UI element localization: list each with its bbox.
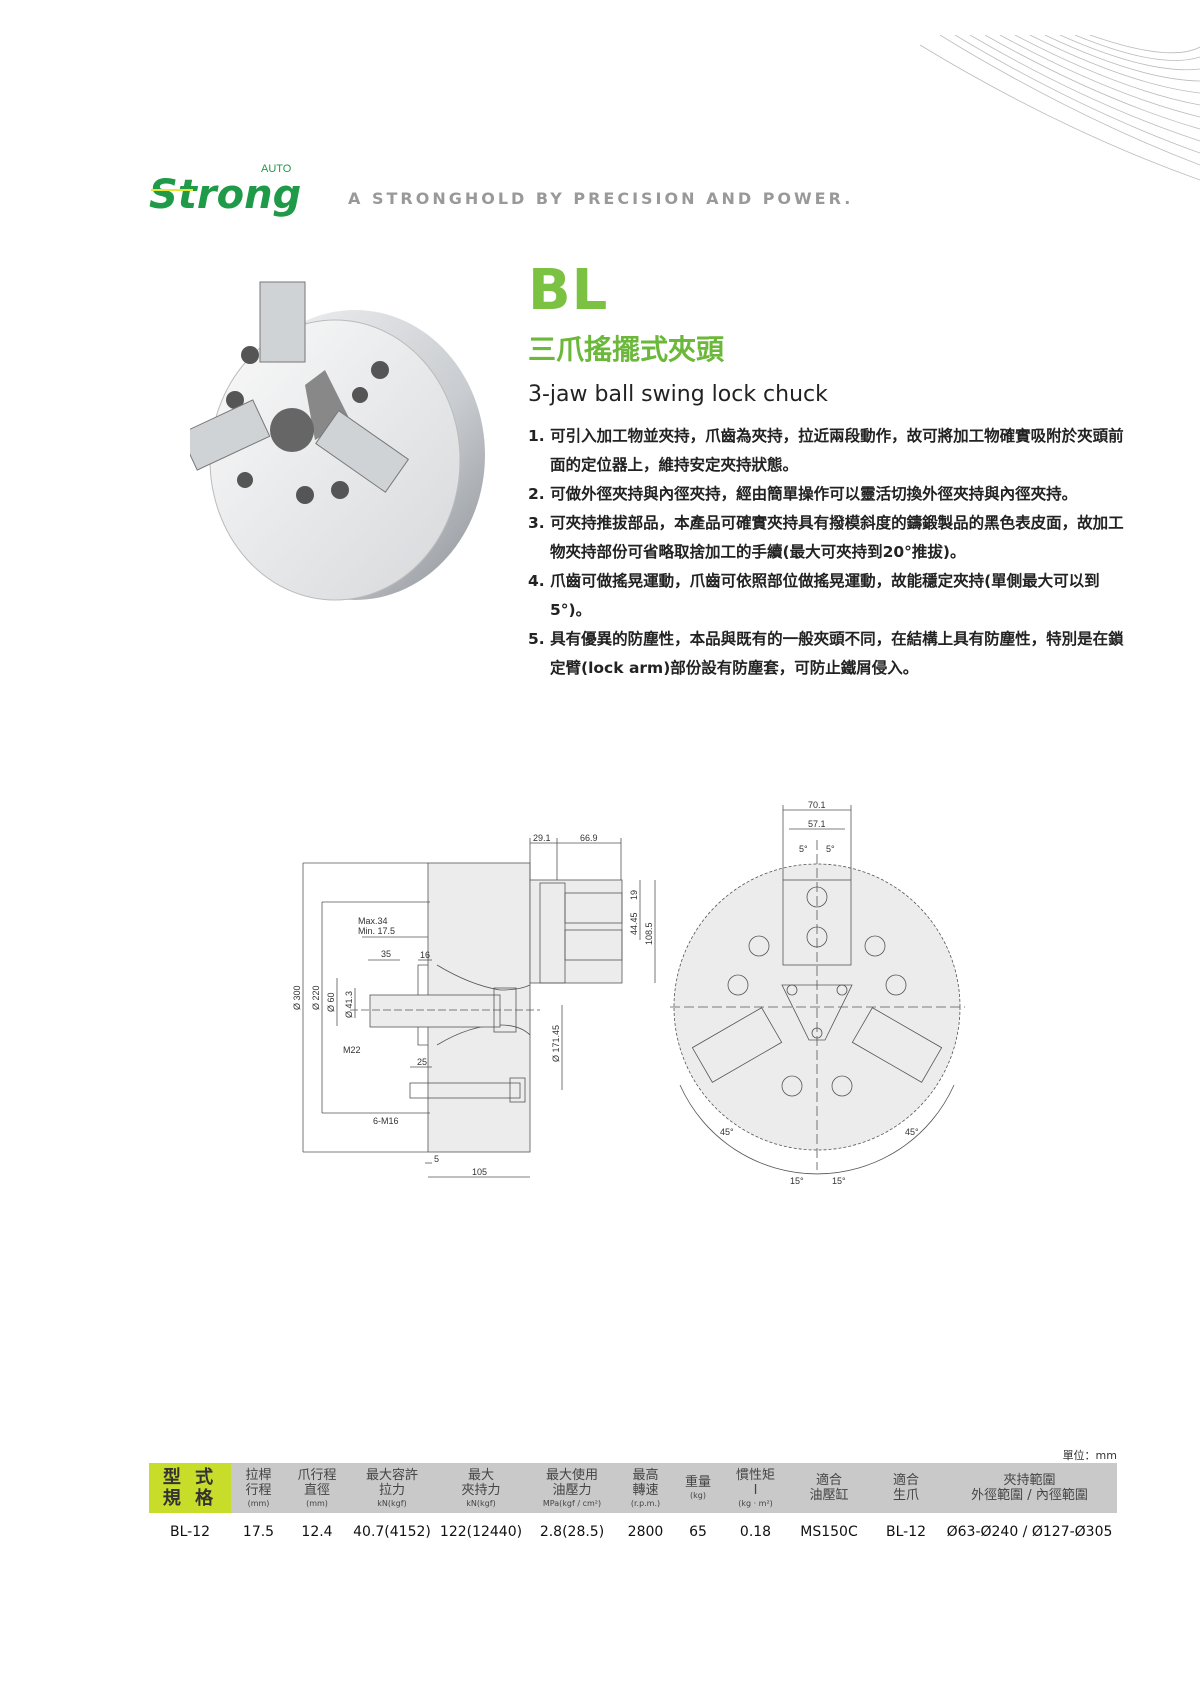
- feature-item: 4. 爪齒可做搖晃運動，爪齒可依照部位做搖晃運動，故能穩定夾持(單側最大可以到5…: [528, 572, 1100, 619]
- chuck-product-photo: [190, 281, 485, 601]
- svg-text:45°: 45°: [905, 1127, 919, 1137]
- cell: BL-12: [885, 1524, 927, 1540]
- svg-text:15°: 15°: [832, 1176, 846, 1186]
- svg-text:19: 19: [629, 890, 639, 900]
- cell: 122(12440): [439, 1524, 523, 1540]
- svg-text:29.1: 29.1: [533, 833, 551, 843]
- header-model: 型 式規 格: [149, 1463, 231, 1516]
- logo-superscript: AUTO: [261, 163, 292, 175]
- svg-text:Ø 171.45: Ø 171.45: [551, 1025, 561, 1062]
- side-view-labels: Ø 300 Ø 220 Ø 60 Ø 41.3 Max.34 Min. 17.5…: [292, 833, 654, 1177]
- header-cell: 適合油壓缸: [788, 1463, 870, 1516]
- decorative-hatch-lines: [920, 35, 1200, 181]
- svg-text:Ø 220: Ø 220: [311, 985, 321, 1010]
- svg-text:Ø 60: Ø 60: [326, 992, 336, 1012]
- feature-item: 5. 具有優異的防塵性，本品與既有的一般夾頭不同，在結構上具有防塵性，特別是在鎖…: [528, 630, 1124, 677]
- cell: 2800: [627, 1524, 664, 1540]
- cell: MS150C: [800, 1524, 858, 1540]
- feature-item: 3. 可夾持推拔部品，本產品可確實夾持具有撥模斜度的鑄鍛製品的黑色表皮面，故加工…: [528, 514, 1124, 561]
- header-cell: 最高轉速(r.p.m.): [618, 1463, 673, 1516]
- cell: 17.5: [242, 1524, 275, 1540]
- cell: 2.8(28.5): [539, 1524, 605, 1540]
- svg-text:Max.34: Max.34: [358, 916, 388, 926]
- svg-text:15°: 15°: [790, 1176, 804, 1186]
- cell-model: BL-12: [169, 1524, 211, 1540]
- feature-item: 1. 可引入加工物並夾持，爪齒為夾持，拉近兩段動作，故可將加工物確實吸附於夾頭前…: [528, 427, 1124, 474]
- unit-label: 單位：mm: [1062, 1449, 1117, 1462]
- svg-text:35: 35: [381, 949, 391, 959]
- feature-item: 2. 可做外徑夾持與內徑夾持，經由簡單操作可以靈活切換外徑夾持與內徑夾持。: [528, 485, 1078, 503]
- svg-text:Min. 17.5: Min. 17.5: [358, 926, 395, 936]
- svg-text:Ø 41.3: Ø 41.3: [344, 991, 354, 1018]
- strong-logo: Strong AUTO: [149, 163, 301, 218]
- svg-text:105: 105: [472, 1167, 487, 1177]
- header-cell: 適合生爪: [870, 1463, 942, 1516]
- svg-text:5°: 5°: [826, 844, 835, 854]
- svg-text:M22: M22: [343, 1045, 361, 1055]
- cell: 65: [689, 1524, 707, 1540]
- svg-text:16: 16: [420, 950, 430, 960]
- header-cell: 重量(kg): [673, 1463, 723, 1516]
- product-title-zh: 三爪搖擺式夾頭: [528, 333, 725, 366]
- svg-text:5: 5: [434, 1154, 439, 1164]
- feature-list: 1. 可引入加工物並夾持，爪齒為夾持，拉近兩段動作，故可將加工物確實吸附於夾頭前…: [528, 422, 1128, 683]
- front-view-labels: 70.1 57.1 5° 5° 45° 45° 15° 15°: [720, 800, 919, 1186]
- svg-text:6-M16: 6-M16: [373, 1116, 399, 1126]
- svg-text:Ø 300: Ø 300: [292, 985, 302, 1010]
- table-row: BL-12 17.5 12.4 40.7(4152) 122(12440) 2.…: [149, 1515, 1117, 1542]
- tagline: A STRONGHOLD BY PRECISION AND POWER.: [348, 189, 854, 208]
- header-cell: 爪行程直徑(mm): [286, 1463, 348, 1516]
- svg-text:45°: 45°: [720, 1127, 734, 1137]
- product-model: BL: [528, 258, 609, 323]
- cell: 12.4: [301, 1524, 333, 1540]
- svg-text:5°: 5°: [799, 844, 808, 854]
- header-cell: 夾持範圍外徑範圍 / 內徑範圍: [942, 1463, 1117, 1516]
- cell: Ø63-Ø240 / Ø127-Ø305: [946, 1524, 1113, 1540]
- technical-drawing: Ø 300 Ø 220 Ø 60 Ø 41.3 Max.34 Min. 17.5…: [292, 800, 965, 1186]
- product-title-en: 3-jaw ball swing lock chuck: [528, 382, 828, 407]
- svg-text:44.45: 44.45: [629, 912, 639, 935]
- logo-text: Strong: [149, 172, 301, 218]
- header-cell: 拉桿行程(mm): [231, 1463, 286, 1516]
- svg-text:66.9: 66.9: [580, 833, 598, 843]
- svg-text:108.5: 108.5: [644, 922, 654, 945]
- svg-text:70.1: 70.1: [808, 800, 826, 810]
- side-view: [302, 838, 656, 1178]
- cell: 0.18: [739, 1524, 772, 1540]
- svg-text:25: 25: [417, 1057, 427, 1067]
- front-view: [670, 805, 965, 1175]
- svg-text:57.1: 57.1: [808, 819, 826, 829]
- cell: 40.7(4152): [353, 1524, 431, 1540]
